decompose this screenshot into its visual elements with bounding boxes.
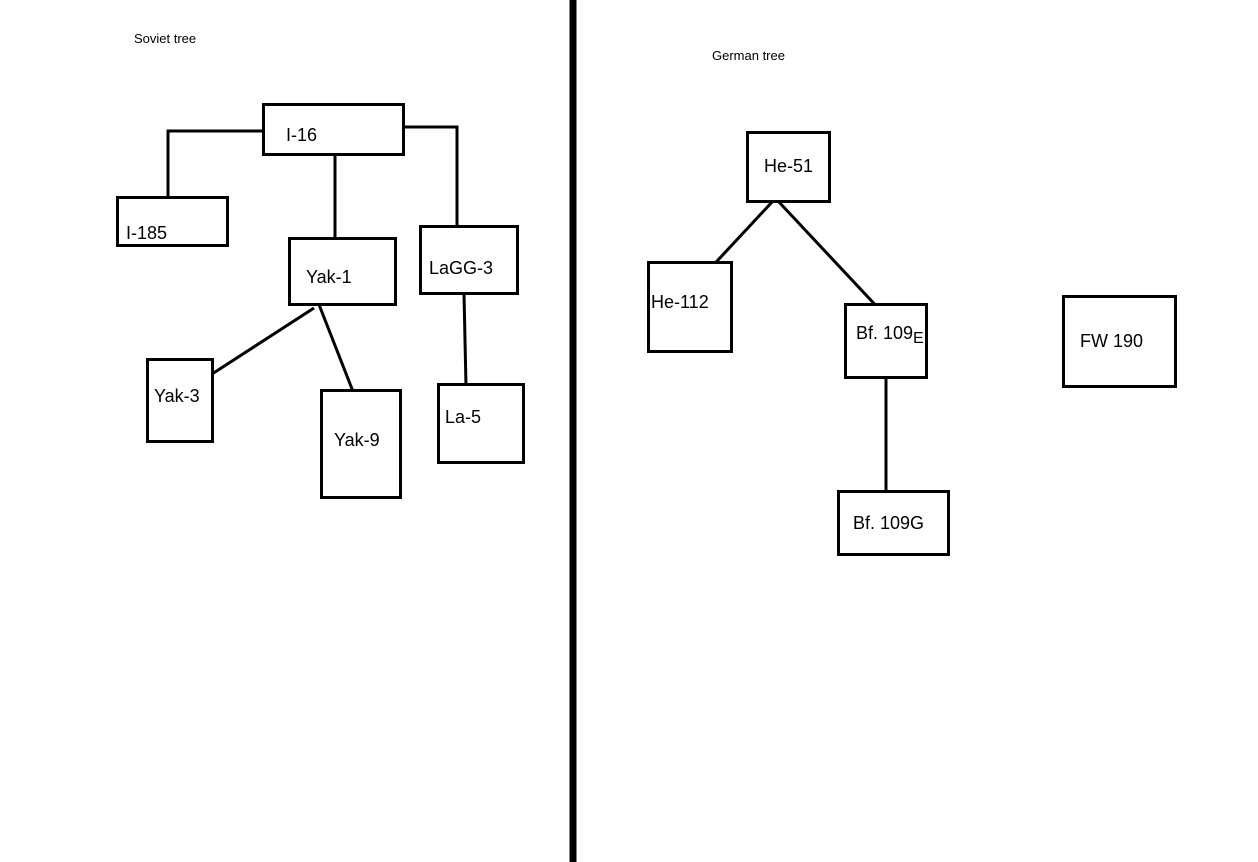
node-yak3 bbox=[146, 358, 214, 443]
node-bf109g-label: Bf. 109G bbox=[853, 513, 925, 533]
node-bf109g bbox=[837, 490, 950, 556]
link-he51-bf109e bbox=[776, 199, 883, 313]
node-lagg3 bbox=[419, 225, 519, 295]
node-i16-label: I-16 bbox=[286, 125, 318, 145]
german-tree-title: German tree bbox=[712, 48, 785, 63]
node-i185-label: I-185 bbox=[126, 223, 168, 243]
node-he112 bbox=[647, 261, 733, 353]
node-lagg3-label: LaGG-3 bbox=[429, 258, 494, 278]
node-bf109e-label: Bf. 109E bbox=[856, 324, 924, 347]
link-i16-i185 bbox=[166, 129, 263, 198]
node-yak3-label: Yak-3 bbox=[154, 386, 200, 406]
node-fw190-label: FW 190 bbox=[1080, 331, 1144, 351]
node-yak9 bbox=[320, 389, 402, 499]
node-yak1-label: Yak-1 bbox=[306, 267, 352, 287]
soviet-tree-title: Soviet tree bbox=[134, 31, 197, 46]
node-i185 bbox=[116, 196, 229, 247]
node-i16 bbox=[262, 103, 405, 156]
node-yak9-label: Yak-9 bbox=[334, 430, 380, 450]
node-la5 bbox=[437, 383, 525, 464]
node-he51-label: He-51 bbox=[764, 156, 814, 176]
node-yak1 bbox=[288, 237, 397, 306]
node-bf109e bbox=[844, 303, 928, 379]
node-la5-label: La-5 bbox=[445, 407, 482, 427]
node-he112-label: He-112 bbox=[651, 292, 709, 312]
node-bf109e-label-suffix: E bbox=[913, 330, 924, 347]
link-lagg3-la5 bbox=[462, 293, 468, 387]
link-i16-lagg3 bbox=[403, 125, 459, 227]
link-yak1-yak3 bbox=[211, 306, 315, 376]
node-bf109e-label-main: Bf. 109 bbox=[856, 323, 914, 343]
link-yak1-yak9 bbox=[316, 301, 356, 395]
node-he51 bbox=[746, 131, 831, 203]
node-fw190 bbox=[1062, 295, 1177, 388]
